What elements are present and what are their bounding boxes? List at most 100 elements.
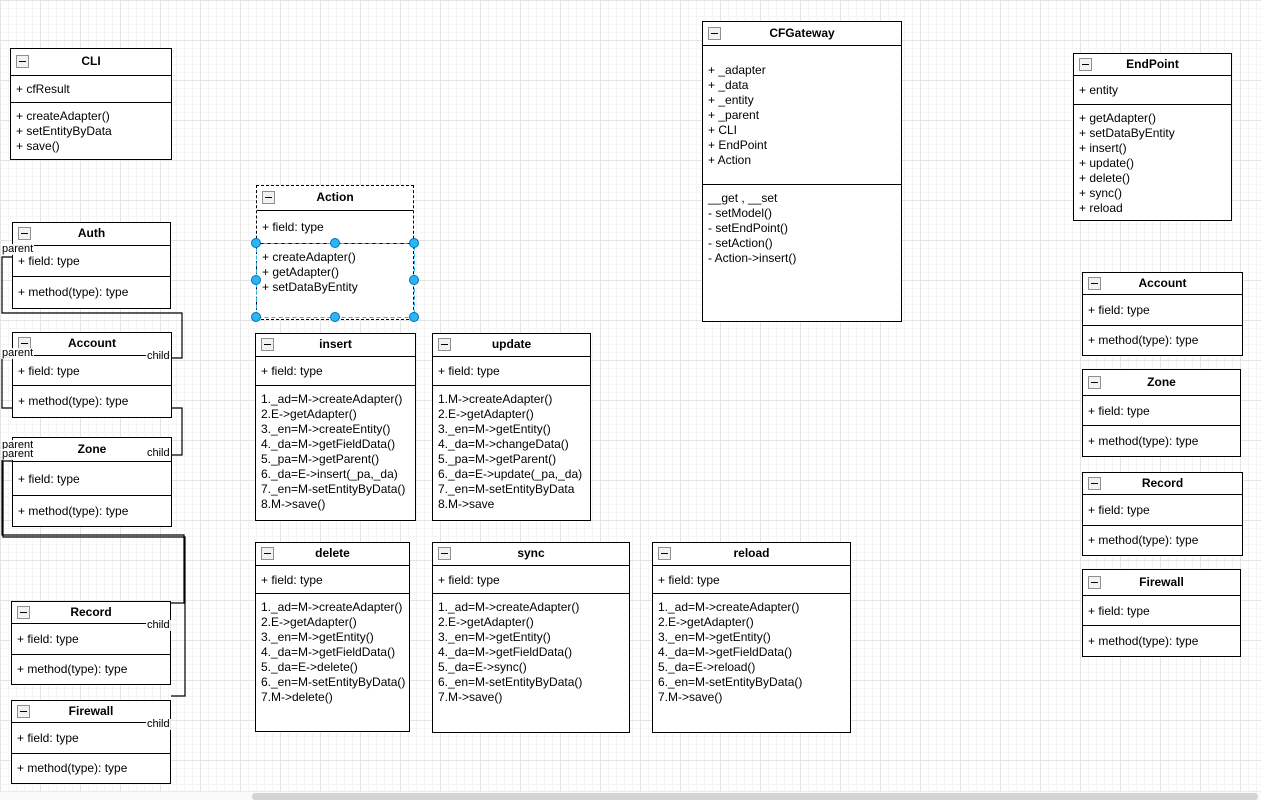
- fields-compartment[interactable]: + field: type: [13, 462, 171, 496]
- fields-compartment[interactable]: + field: type: [433, 357, 590, 386]
- edge-label-parent[interactable]: parent: [1, 448, 35, 460]
- fields-compartment[interactable]: + field: type: [1083, 596, 1240, 626]
- methods-compartment[interactable]: + method(type): type: [12, 754, 170, 783]
- class-zone[interactable]: Zone+ field: type+ method(type): type: [12, 437, 172, 527]
- collapse-icon[interactable]: [1079, 58, 1092, 71]
- methods-compartment[interactable]: __get , __set- setModel()- setEndPoint()…: [703, 185, 901, 321]
- fields-compartment[interactable]: + field: type: [12, 723, 170, 754]
- edge-label-parent[interactable]: parent: [1, 347, 35, 359]
- fields-compartment[interactable]: + field: type: [1083, 495, 1242, 526]
- edge-label-child[interactable]: child: [146, 619, 171, 631]
- collapse-icon[interactable]: [658, 547, 671, 560]
- class-firewall[interactable]: Firewall+ field: type+ method(type): typ…: [11, 700, 171, 784]
- methods-compartment[interactable]: + method(type): type: [1083, 326, 1242, 355]
- class-endpoint[interactable]: EndPoint+ entity+ getAdapter()+ setDataB…: [1073, 53, 1232, 221]
- methods-compartment[interactable]: + createAdapter()+ setEntityByData+ save…: [11, 103, 171, 159]
- methods-compartment[interactable]: + method(type): type: [1083, 526, 1242, 555]
- class-account[interactable]: Account+ field: type+ method(type): type: [1082, 272, 1243, 356]
- methods-compartment[interactable]: + method(type): type: [12, 655, 170, 684]
- collapse-icon[interactable]: [708, 27, 721, 40]
- edge-label-child[interactable]: child: [146, 350, 171, 362]
- fields-compartment[interactable]: + field: type: [256, 566, 409, 594]
- methods-compartment[interactable]: 1._ad=M->createAdapter()2.E->getAdapter(…: [433, 594, 629, 732]
- methods-compartment[interactable]: 1.M->createAdapter()2.E->getAdapter()3._…: [433, 386, 590, 520]
- edge-label-parent[interactable]: parent: [1, 243, 35, 255]
- fields-compartment[interactable]: + field: type: [12, 624, 170, 655]
- fields-compartment[interactable]: + field: type: [13, 246, 170, 277]
- methods-compartment[interactable]: + method(type): type: [13, 277, 170, 308]
- class-title-bar[interactable]: Account: [1083, 273, 1242, 295]
- fields-compartment[interactable]: + field: type: [256, 357, 415, 386]
- class-title-bar[interactable]: insert: [256, 334, 415, 357]
- fields-compartment[interactable]: + _adapter+ _data+ _entity+ _parent+ CLI…: [703, 46, 901, 185]
- methods-compartment[interactable]: 1._ad=M->createAdapter()2.E->getAdapter(…: [653, 594, 850, 732]
- methods-compartment[interactable]: + getAdapter()+ setDataByEntity+ insert(…: [1074, 105, 1231, 220]
- class-action[interactable]: Action+ field: type+ createAdapter()+ ge…: [256, 185, 414, 320]
- collapse-icon[interactable]: [1088, 576, 1101, 589]
- methods-compartment[interactable]: 1._ad=M->createAdapter()2.E->getAdapter(…: [256, 386, 415, 520]
- class-title-bar[interactable]: EndPoint: [1074, 54, 1231, 76]
- collapse-icon[interactable]: [438, 338, 451, 351]
- methods-compartment[interactable]: 1._ad=M->createAdapter()2.E->getAdapter(…: [256, 594, 409, 731]
- horizontal-scrollbar[interactable]: [0, 791, 1261, 800]
- collapse-icon[interactable]: [1088, 277, 1101, 290]
- collapse-icon[interactable]: [262, 191, 275, 204]
- collapse-icon[interactable]: [438, 547, 451, 560]
- class-title-bar[interactable]: delete: [256, 543, 409, 566]
- class-zone[interactable]: Zone+ field: type+ method(type): type: [1082, 369, 1241, 457]
- fields-compartment[interactable]: + field: type: [257, 211, 413, 244]
- collapse-icon[interactable]: [261, 338, 274, 351]
- field-row: + _parent: [708, 108, 760, 122]
- class-firewall[interactable]: Firewall+ field: type+ method(type): typ…: [1082, 569, 1241, 657]
- class-title-bar[interactable]: Record: [12, 602, 170, 624]
- class-title-bar[interactable]: Action: [257, 186, 413, 211]
- class-account[interactable]: Account+ field: type+ method(type): type: [12, 332, 172, 418]
- class-title-bar[interactable]: update: [433, 334, 590, 357]
- collapse-icon[interactable]: [17, 705, 30, 718]
- class-title-bar[interactable]: CLI: [11, 49, 171, 76]
- class-title-bar[interactable]: reload: [653, 543, 850, 566]
- collapse-icon[interactable]: [16, 55, 29, 68]
- fields-compartment[interactable]: + field: type: [433, 566, 629, 594]
- method-row: + method(type): type: [18, 285, 129, 299]
- class-record[interactable]: Record+ field: type+ method(type): type: [11, 601, 171, 685]
- class-title-bar[interactable]: Firewall: [1083, 570, 1240, 596]
- class-title-bar[interactable]: sync: [433, 543, 629, 566]
- methods-compartment[interactable]: + method(type): type: [13, 496, 171, 526]
- methods-compartment[interactable]: + method(type): type: [13, 386, 171, 417]
- collapse-icon[interactable]: [17, 606, 30, 619]
- class-title-bar[interactable]: CFGateway: [703, 22, 901, 46]
- edge-label-child[interactable]: child: [146, 718, 171, 730]
- fields-compartment[interactable]: + field: type: [653, 566, 850, 594]
- class-title-bar[interactable]: Auth: [13, 223, 170, 246]
- edge-label-parent[interactable]: parent: [1, 439, 35, 451]
- collapse-icon[interactable]: [261, 547, 274, 560]
- fields-compartment[interactable]: + field: type: [1083, 396, 1240, 426]
- class-cli[interactable]: CLI+ cfResult+ createAdapter()+ setEntit…: [10, 48, 172, 160]
- collapse-icon[interactable]: [1088, 477, 1101, 490]
- class-title-bar[interactable]: Account: [13, 333, 171, 356]
- methods-compartment[interactable]: + createAdapter()+ getAdapter()+ setData…: [257, 244, 413, 319]
- collapse-icon[interactable]: [18, 227, 31, 240]
- horizontal-scrollbar-thumb[interactable]: [252, 793, 1258, 800]
- fields-compartment[interactable]: + entity: [1074, 76, 1231, 105]
- methods-compartment[interactable]: + method(type): type: [1083, 626, 1240, 656]
- collapse-icon[interactable]: [1088, 376, 1101, 389]
- fields-compartment[interactable]: + cfResult: [11, 76, 171, 103]
- fields-compartment[interactable]: + field: type: [1083, 295, 1242, 326]
- class-record[interactable]: Record+ field: type+ method(type): type: [1082, 472, 1243, 556]
- class-auth[interactable]: Auth+ field: type + method(type): type: [12, 222, 171, 309]
- class-title-bar[interactable]: Zone: [1083, 370, 1240, 396]
- class-title-bar[interactable]: Record: [1083, 473, 1242, 495]
- fields-compartment[interactable]: + field: type: [13, 356, 171, 386]
- class-cfgateway[interactable]: CFGateway+ _adapter+ _data+ _entity+ _pa…: [702, 21, 902, 322]
- methods-compartment[interactable]: + method(type): type: [1083, 426, 1240, 456]
- edge-label-child[interactable]: child: [146, 447, 171, 459]
- class-title-bar[interactable]: Firewall: [12, 701, 170, 723]
